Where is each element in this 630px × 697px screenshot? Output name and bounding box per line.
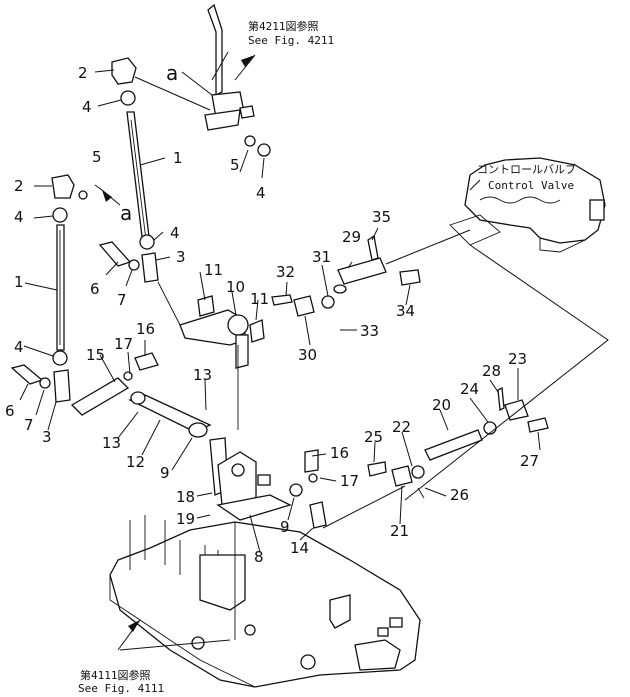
callout-4-top: 4: [82, 98, 92, 116]
ref-bottom-en: See Fig. 4111: [78, 682, 164, 695]
callout-13-upper: 13: [193, 366, 212, 384]
callout-13-lower: 13: [102, 434, 121, 452]
callout-7-upper: 7: [117, 291, 127, 309]
callout-12: 12: [126, 453, 145, 471]
callout-4-left: 4: [14, 208, 24, 226]
callout-4-mid: 4: [170, 224, 180, 242]
callout-14: 14: [290, 539, 309, 557]
marker-a-mid: a: [120, 201, 132, 225]
callout-9-left: 9: [160, 464, 170, 482]
callout-11-left: 11: [204, 261, 223, 279]
callout-30: 30: [298, 346, 317, 364]
callout-28: 28: [482, 362, 501, 380]
callout-22: 22: [392, 418, 411, 436]
callout-24: 24: [460, 380, 479, 398]
right-linkage: [271, 234, 549, 529]
control-lever: [204, 3, 255, 131]
rod-ends: [51, 57, 271, 403]
callout-2-left: 2: [14, 177, 24, 195]
callout-3-lower: 3: [42, 428, 52, 446]
callout-numbers: 2 4 1 5 2 4 4 3 6 7 1 4 6 7 3 5 4 11 10 …: [5, 64, 539, 566]
callout-34: 34: [396, 302, 415, 320]
callout-4-right: 4: [256, 184, 266, 202]
callout-33: 33: [360, 322, 379, 340]
callout-2-top: 2: [78, 64, 88, 82]
ref-valve-en: Control Valve: [488, 179, 574, 192]
callout-5-right: 5: [230, 156, 240, 174]
callout-15: 15: [86, 346, 105, 364]
bracket: [209, 437, 303, 521]
callout-23: 23: [508, 350, 527, 368]
callout-17-left: 17: [114, 335, 133, 353]
callout-20: 20: [432, 396, 451, 414]
callout-25: 25: [364, 428, 383, 446]
rods: [56, 111, 151, 351]
callout-6-upper: 6: [90, 280, 100, 298]
callout-32: 32: [276, 263, 295, 281]
callout-9-right: 9: [280, 518, 290, 536]
callout-7-lower: 7: [24, 416, 34, 434]
ref-top-en: See Fig. 4211: [248, 34, 334, 47]
arrows: [102, 55, 255, 632]
left-bolts: [10, 241, 159, 389]
callout-1-lower: 1: [14, 273, 24, 291]
callout-29: 29: [342, 228, 361, 246]
callout-6-lower: 6: [5, 402, 15, 420]
callout-16-left: 16: [136, 320, 155, 338]
callout-5-left: 5: [92, 148, 102, 166]
callout-4-lower: 4: [14, 338, 24, 356]
callout-1-upper: 1: [173, 149, 183, 167]
ref-top-jp: 第4211図参照: [248, 19, 319, 33]
shaft-and-links: [70, 377, 212, 438]
callout-18: 18: [176, 488, 195, 506]
floor-plate: [109, 515, 421, 688]
leader-lines: [19, 51, 609, 651]
callout-27: 27: [520, 452, 539, 470]
control-valve: [449, 157, 606, 253]
callout-31: 31: [312, 248, 331, 266]
ref-bottom-jp: 第4111図参照: [80, 668, 151, 682]
callout-19: 19: [176, 510, 195, 528]
callout-11-right: 11: [250, 290, 269, 308]
callout-3-upper: 3: [176, 248, 186, 266]
callout-35: 35: [372, 208, 391, 226]
callout-17-right: 17: [340, 472, 359, 490]
callout-26: 26: [450, 486, 469, 504]
bellcrank-assembly: [157, 281, 265, 430]
callout-8: 8: [254, 548, 264, 566]
marker-a-top: a: [166, 61, 178, 85]
ref-valve-jp: コントロールバルブ: [477, 162, 576, 176]
callout-16-right: 16: [330, 444, 349, 462]
callout-21: 21: [390, 522, 409, 540]
callout-10: 10: [226, 278, 245, 296]
